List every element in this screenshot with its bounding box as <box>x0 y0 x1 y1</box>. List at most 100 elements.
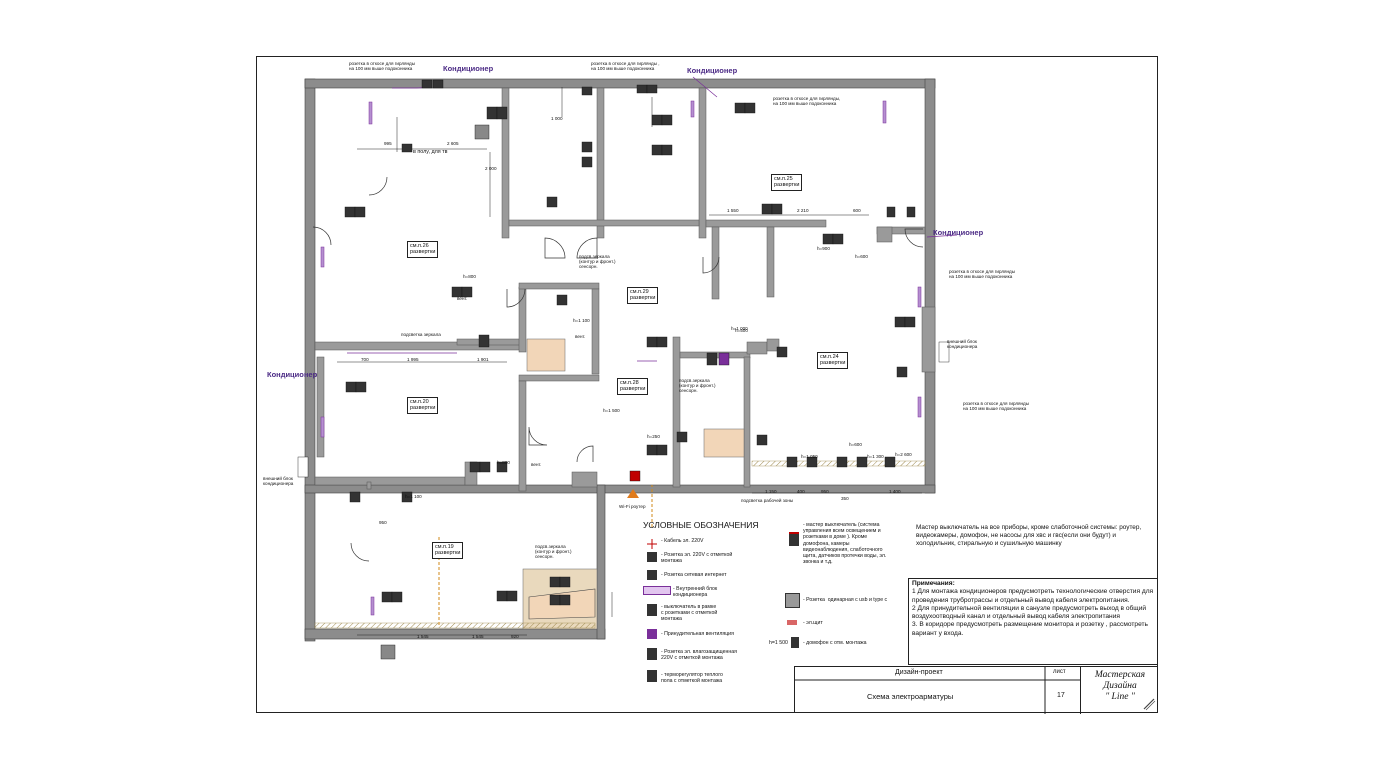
ac-label-2: Кондиционер <box>687 66 738 75</box>
ac-label-3: Кондиционер <box>933 228 984 237</box>
vent-label-2: вент. <box>531 462 542 467</box>
cable-icon <box>647 536 657 549</box>
dim-1545-b: 1 545 <box>472 634 484 639</box>
legend-item-intercom: - домофон с отм. монтажа <box>803 640 867 646</box>
title-block: Дизайн-проект лист Схема электроарматуры… <box>794 666 1159 714</box>
dim-1000: 1 000 <box>551 116 563 121</box>
dim-920: 920 <box>511 634 519 639</box>
dim-950: 950 <box>379 520 387 525</box>
legend-item-switch: - выключатель в рамке с розетками с отме… <box>661 604 718 623</box>
height-6: h=1 500 <box>603 408 620 413</box>
height-14: h=500 <box>735 328 748 333</box>
usb-socket-icon <box>785 593 800 608</box>
notes-box: Примечания: 1 Для монтажа кондиционеров … <box>908 578 1158 665</box>
legend-item-panel: - эл.щит <box>803 620 823 626</box>
firm-logo: Мастерская Дизайна " Line " <box>1080 667 1159 714</box>
drawing-sheet: розетка в откосе для гирлянды на 100 мм … <box>256 56 1159 714</box>
socket-icon <box>647 552 657 562</box>
legend-item-socket: - Розетка эл. 220V с отметкой монтажа <box>661 552 733 565</box>
mirror-light-3: подсв.зеркала (контур и фронт.) сенсорн. <box>535 544 572 559</box>
outer-walls <box>304 78 936 642</box>
room-label-19: см.п.19 развертки <box>432 542 464 559</box>
mirror-light-1: подсв.зеркала (контур и фронт.) сенсорн. <box>579 254 616 269</box>
callout-socket-east-1: розетка в откосе для гирлянды на 100 мм … <box>949 269 1016 279</box>
dim-1400: 1 400 <box>889 489 901 494</box>
room-label-29: см.п.29 развертки <box>627 287 659 304</box>
callout-socket-mid: розетка в откосе для гирлянды , на 100 м… <box>591 61 660 71</box>
note-2: 2 Для принудительной вентиляции в санузл… <box>912 604 1147 621</box>
dim-950-b: 950 <box>821 489 829 494</box>
dim-1545-a: 1 545 <box>417 634 429 639</box>
dim-400: 400 <box>797 489 805 494</box>
mirror-light-2: подсв.зеркала (контур и фронт.) сенсорн. <box>679 378 716 393</box>
dim-350: 350 <box>841 496 849 501</box>
legend-title: УСЛОВНЫЕ ОБОЗНАЧЕНИЯ <box>643 520 759 530</box>
dim-2210: 2 210 <box>797 208 809 213</box>
vent-label-3: вент. <box>575 334 586 339</box>
network-socket-icon <box>647 570 657 580</box>
floor-plan <box>297 76 958 660</box>
dimension-lines <box>337 87 922 636</box>
title-block-grid <box>795 667 1080 714</box>
outdoor-unit-east: внешний блок кондиционера <box>947 339 978 349</box>
legend: УСЛОВНЫЕ ОБОЗНАЧЕНИЯ - Кабель эл. 220V -… <box>643 520 943 720</box>
height-10: h=1 300 <box>867 454 884 459</box>
note-1: 1 Для монтажа кондиционеров предусмотрет… <box>912 588 1154 604</box>
legend-item-thermostat: - терморегулятор теплого пола с отметкой… <box>661 672 723 685</box>
ac-label-4: Кондиционер <box>267 370 318 379</box>
vent-label-1: вент. <box>457 296 468 301</box>
height-9: h=1 050 <box>801 454 818 459</box>
legend-item-network: - Розетка сетевая интернет <box>661 572 727 578</box>
intercom-icon <box>791 637 799 648</box>
vent-icon <box>647 629 657 639</box>
room-label-25: см.п.25 развертки <box>771 174 803 191</box>
dim-1150: 1 150 <box>765 489 777 494</box>
master-switch-icon <box>789 532 799 546</box>
dim-1901: 1 901 <box>477 357 489 362</box>
mirror-light-4: подсветка зеркала <box>401 332 441 337</box>
dim-995: 995 <box>384 141 392 146</box>
panel-marker <box>627 489 639 498</box>
floor-tv-note: в полу, для тв <box>413 149 448 155</box>
window-marks <box>320 100 922 616</box>
room-label-24: см.п.24 развертки <box>817 352 849 369</box>
wifi-router-label: Wi-Fi роутер <box>619 504 646 509</box>
ac-label-1: Кондиционер <box>443 64 494 73</box>
note-3: 3. В коридоре предусмотреть размещение м… <box>912 621 1148 637</box>
thermostat-icon <box>647 670 657 682</box>
legend-item-master: - мастер выключатель (система управления… <box>803 522 887 566</box>
panel-icon <box>787 620 797 625</box>
height-11: h=2 600 <box>895 452 912 457</box>
room-label-28: см.п.28 развертки <box>617 378 649 395</box>
sheet-number: 17 <box>1057 692 1065 699</box>
dim-700: 700 <box>361 357 369 362</box>
room-label-26: см.п.26 развертки <box>407 241 439 258</box>
project-type: Дизайн-проект <box>895 669 943 676</box>
callout-socket-east-2: розетка в откосе для гирлянды на 100 мм … <box>963 401 1030 411</box>
height-7: h=1 100 <box>405 494 422 499</box>
callout-socket-left: розетка в откосе для гирлянды на 100 мм … <box>349 61 416 71</box>
height-3: h=1 000 <box>731 326 748 331</box>
waterproof-socket-icon <box>647 648 657 660</box>
height-1: h=800 <box>463 274 476 279</box>
height-4: h=600 <box>855 254 868 259</box>
dim-2605: 2 605 <box>447 141 459 146</box>
inner-walls <box>314 87 936 492</box>
dim-1995: 1 995 <box>407 357 419 362</box>
drawing-title: Схема электроарматуры <box>867 692 954 701</box>
height-5: h=900 <box>817 246 830 251</box>
firm-name: Мастерская Дизайна " Line " <box>1094 670 1146 702</box>
legend-item-usb: - Розетка одинарная с usb и type c <box>803 597 888 603</box>
legend-item-cable: - Кабель эл. 220V <box>661 538 704 544</box>
height-12: h=600 <box>849 442 862 447</box>
height-2: h=1 100 <box>573 318 590 323</box>
doors <box>312 176 924 562</box>
outdoor-unit-west: внешний блок кондиционера <box>263 476 294 486</box>
legend-item-vent: - Принудительная вентиляция <box>661 631 734 637</box>
legend-item-ac: - Внутренний блок кондиционера <box>673 586 718 599</box>
legend-sample-height: h=1 500 <box>769 640 788 646</box>
legend-item-waterproof: - Розетка эл. влагозащищенная 220V с отм… <box>661 649 737 662</box>
room-label-20: см.п.20 развертки <box>407 397 439 414</box>
dim-1550: 1 550 <box>727 208 739 213</box>
switch-frame-icon <box>647 604 657 616</box>
